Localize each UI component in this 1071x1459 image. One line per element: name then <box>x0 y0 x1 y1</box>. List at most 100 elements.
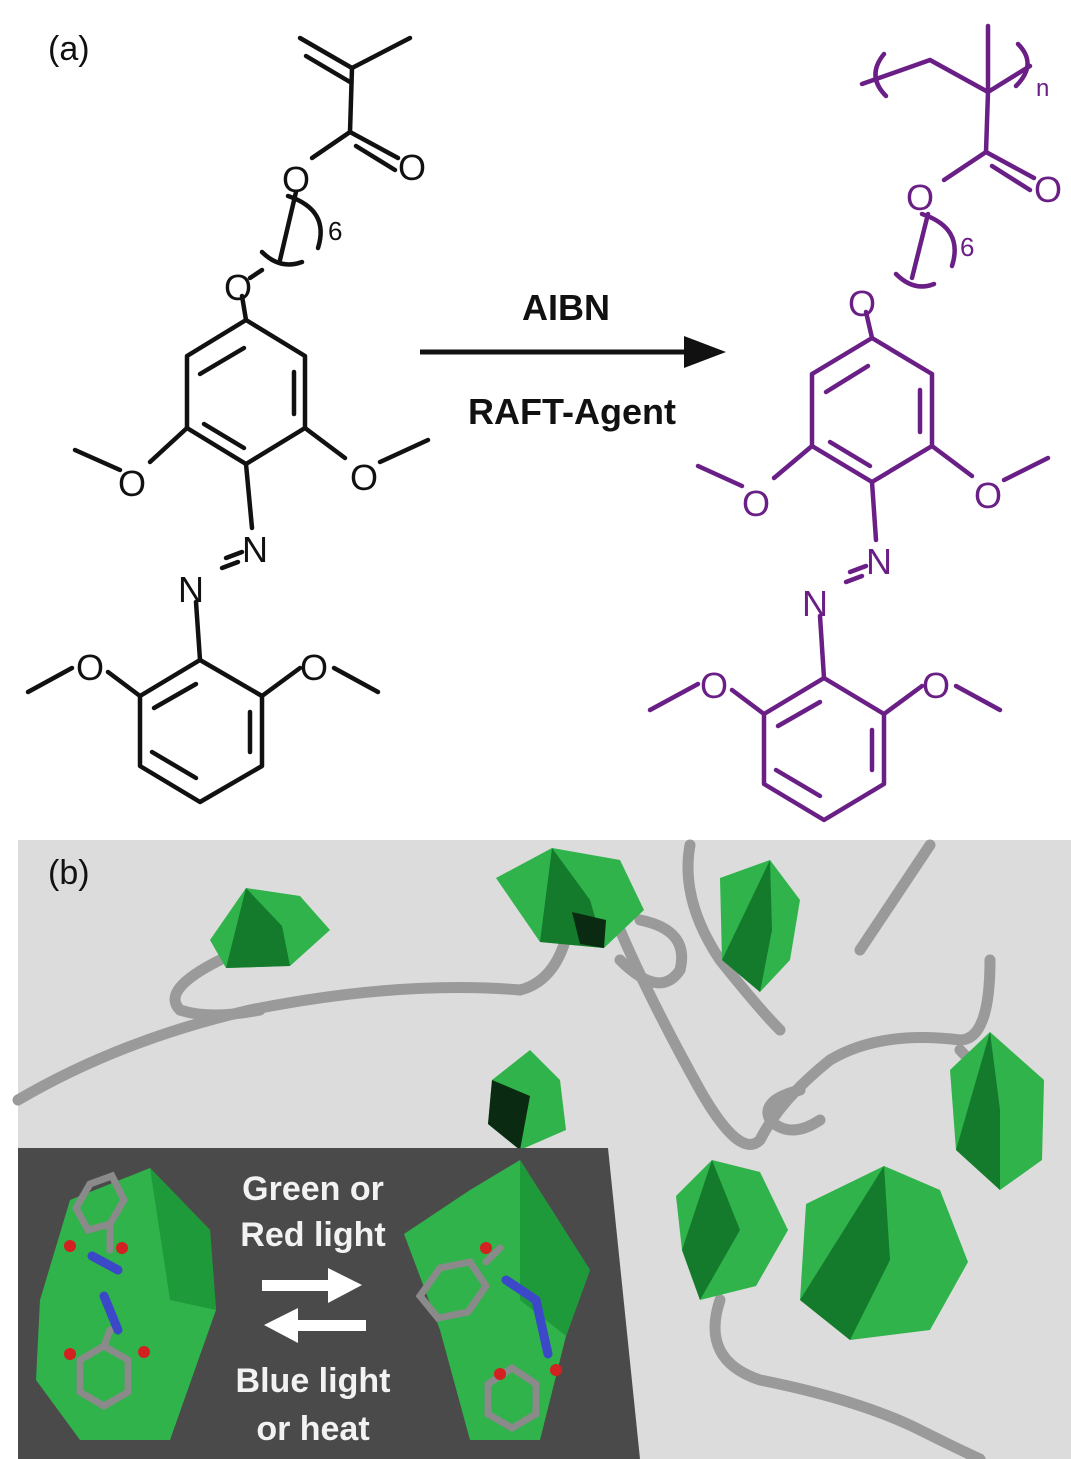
lower-ring <box>137 657 265 805</box>
bond <box>695 463 745 489</box>
arrow-head <box>684 336 726 368</box>
polymer-atom-labels: O O O O O N N O O 6 n <box>700 75 1062 706</box>
azobenzene-blocks <box>210 848 1044 1340</box>
forward-arrow-icon <box>262 1268 362 1303</box>
panel-a: (a) <box>25 23 1062 823</box>
bond <box>151 681 199 711</box>
polymer-tail <box>709 1294 986 1459</box>
repeat-bracket <box>919 211 957 269</box>
monomer-atom-labels: O O O O O N N O O 6 <box>76 147 426 688</box>
repeat-count: 6 <box>960 232 974 262</box>
bond <box>823 363 871 395</box>
panel-a-label: (a) <box>48 30 90 68</box>
polymer-loop <box>169 954 266 1021</box>
panel-b: Green or Red light Blue light or heat (b… <box>12 839 1071 1459</box>
bond <box>349 35 413 71</box>
bond <box>773 767 823 799</box>
isomerization-inset: Green or Red light Blue light or heat <box>18 1148 640 1459</box>
bond <box>302 425 348 461</box>
atom-label: O <box>398 147 426 188</box>
bond <box>331 665 381 695</box>
repeat-bracket <box>285 193 323 251</box>
polymer-loop <box>682 839 786 1036</box>
atom-label: O <box>76 647 104 688</box>
bond <box>309 129 353 161</box>
polymer-bracket-right <box>1013 41 1030 89</box>
reagent-raft-agent: RAFT-Agent <box>468 391 676 432</box>
reverse-arrow-icon <box>264 1308 366 1343</box>
bond <box>147 425 190 465</box>
bond <box>909 211 931 281</box>
bond <box>843 573 865 585</box>
bond <box>869 479 879 543</box>
polymer-structure <box>647 23 1051 823</box>
azobenzene-block <box>950 1032 1044 1190</box>
bond <box>277 189 299 263</box>
cis-isomer-model <box>404 1160 590 1440</box>
azobenzene-block <box>488 1050 566 1150</box>
atom-label: N <box>178 569 204 610</box>
forward-condition-line-2: Red light <box>240 1216 385 1254</box>
bond <box>197 345 247 377</box>
atom-label: O <box>848 283 876 324</box>
repeat-bracket <box>259 249 305 267</box>
reverse-condition-line-2: or heat <box>256 1410 369 1448</box>
polymer-loop <box>614 914 688 989</box>
bond <box>105 669 143 699</box>
bond <box>243 461 255 531</box>
bond <box>647 681 701 713</box>
polymer-upper-ring <box>809 335 935 485</box>
polymer-loop <box>854 839 936 956</box>
repeat-bracket <box>893 271 937 289</box>
bond <box>247 267 265 281</box>
azobenzene-block <box>210 888 330 968</box>
atom-label: O <box>922 665 950 706</box>
bond <box>817 613 827 681</box>
polymer-loop <box>762 1084 826 1136</box>
bond <box>25 665 75 695</box>
bond <box>989 163 1033 193</box>
atom-label: O <box>742 483 770 524</box>
atom-label: N <box>242 529 268 570</box>
bond <box>881 683 925 717</box>
atom-label: O <box>300 647 328 688</box>
bond <box>859 57 933 87</box>
bond <box>347 129 401 161</box>
atom-label: O <box>350 457 378 498</box>
atom-label: O <box>118 463 146 504</box>
atom-label: O <box>282 159 310 200</box>
polymer-lower-ring <box>761 675 887 823</box>
upper-ring <box>184 317 308 467</box>
reverse-condition-line-1: Blue light <box>236 1362 391 1400</box>
bond <box>771 443 815 481</box>
bond <box>941 149 989 183</box>
polymer-subscript: n <box>1036 75 1049 102</box>
bond <box>201 421 247 451</box>
bond <box>347 65 355 135</box>
azobenzene-block <box>800 1166 968 1340</box>
atom-label: O <box>1034 169 1062 210</box>
bond <box>72 447 123 473</box>
azobenzene-block <box>496 848 644 948</box>
bond <box>353 143 398 173</box>
bond <box>219 559 241 571</box>
bond <box>929 443 975 479</box>
bond <box>149 749 199 781</box>
azobenzene-block <box>720 860 800 992</box>
bond <box>863 309 875 341</box>
atom-label: N <box>802 583 828 624</box>
bond <box>1001 455 1051 483</box>
trans-isomer-model <box>36 1168 216 1440</box>
bond <box>775 699 823 729</box>
reaction-arrow: AIBN RAFT-Agent <box>420 287 726 432</box>
bond <box>297 35 355 71</box>
reagent-aibn: AIBN <box>522 287 610 328</box>
bond <box>377 437 431 465</box>
polymer-bracket-left <box>873 51 889 99</box>
bond <box>985 63 1033 95</box>
bond <box>239 293 249 323</box>
bond <box>193 599 203 663</box>
atom-label: O <box>974 475 1002 516</box>
bond <box>927 57 991 95</box>
